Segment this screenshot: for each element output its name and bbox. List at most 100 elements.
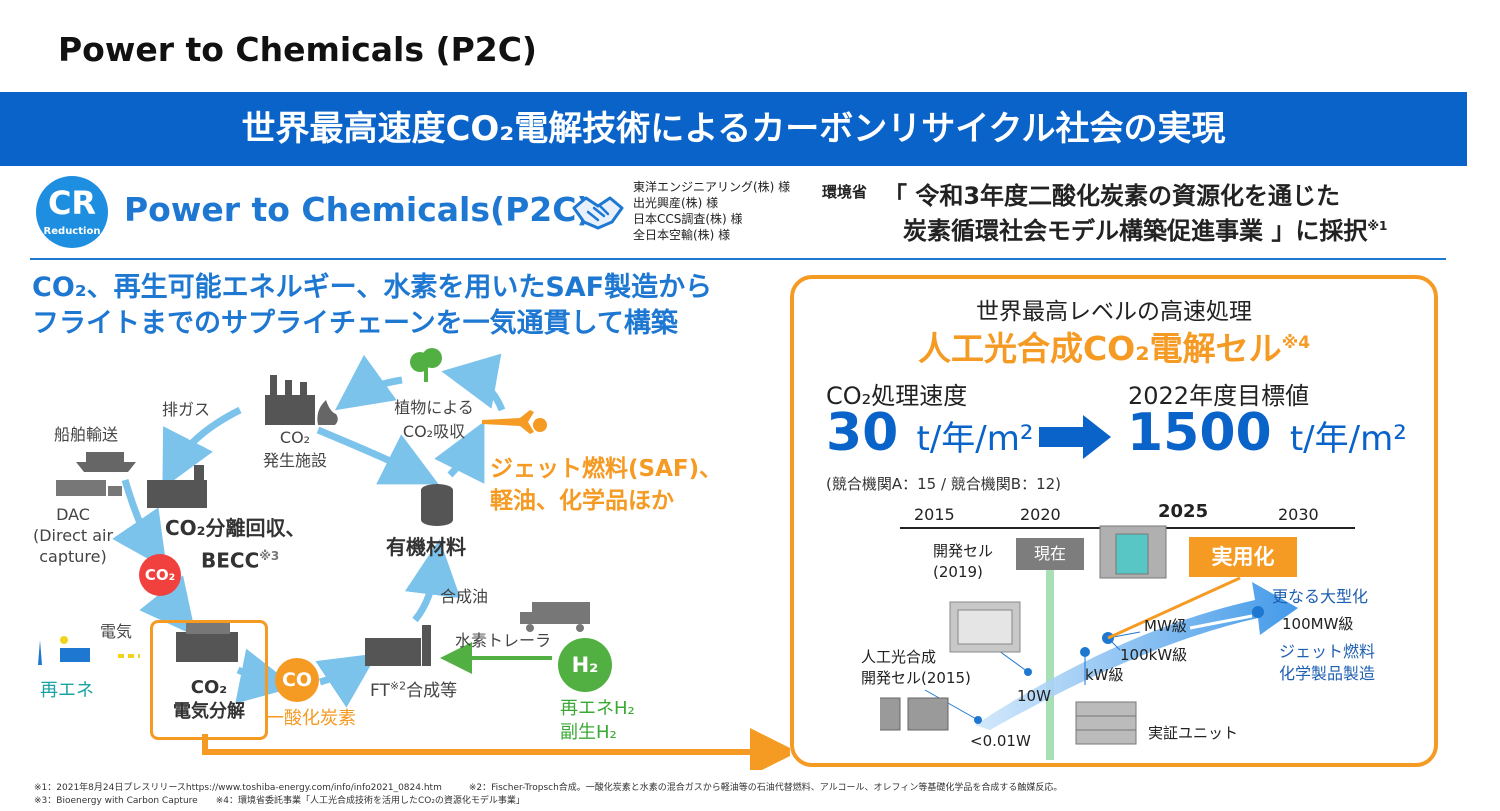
scale-up-timeline	[880, 525, 1355, 760]
electrolyzer-icon	[176, 622, 238, 662]
practical-pointer	[1107, 576, 1241, 640]
lead-line-1: CO₂、再生可能エネルギー、水素を用いたSAF製造から	[32, 272, 713, 303]
factory-icon	[265, 375, 338, 425]
h2-line2: 副生H₂	[560, 722, 617, 743]
arrow-co2-to-electrolysis	[139, 575, 197, 637]
h2-badge: H₂	[558, 638, 612, 692]
dev-cell-line1: 開発セル	[933, 542, 994, 560]
competitor-comparison: (競合機関A：15 / 競合機関B：12)	[826, 475, 1062, 493]
award-line-2: 炭素循環社会モデル構築促進事業 」に採択※1	[903, 211, 1387, 246]
arrow-organics-to-jet	[434, 421, 485, 484]
dev-cell-2015-image	[880, 697, 949, 731]
year-2030: 2030	[1278, 505, 1319, 524]
partner-item: 日本CCS調査(株) 様	[633, 212, 743, 226]
end-chem: 化学製品製造	[1279, 664, 1376, 683]
dev-cell-line2: (2019)	[933, 563, 983, 581]
electricity-label: 電気	[100, 622, 133, 641]
rate-value-group: 30 t/年/m²	[826, 403, 1033, 463]
jet-line2: 軽油、化学品ほか	[490, 488, 674, 514]
target-value: 1500	[1127, 403, 1272, 463]
partner-item: 全日本空輸(株) 様	[633, 228, 731, 242]
emission-co2: CO₂	[279, 428, 311, 447]
panel-title: 世界最高レベルの高速処理	[976, 299, 1252, 325]
emission-facility: 発生施設	[262, 451, 327, 470]
logo-subtext: Reduction	[43, 226, 101, 237]
award-text: 炭素循環社会モデル構築促進事業 」に採択	[903, 217, 1368, 245]
tree-icon	[410, 348, 442, 382]
capture-line1: CO₂分離回収、	[165, 516, 306, 540]
now-label: 現在	[1016, 538, 1084, 570]
scale-001w: <0.01W	[970, 732, 1031, 750]
rate-value: 30	[826, 403, 899, 463]
headline-banner: 世界最高速度CO₂電解技術によるカーボンリサイクル社会の実現	[0, 92, 1467, 166]
cell-note: ※4	[1281, 333, 1311, 353]
target-label: 2022年度目標値	[1128, 382, 1310, 410]
electrolysis-label: CO₂ 電気分解	[150, 676, 268, 724]
mw-arrow	[1189, 614, 1253, 630]
co2-badge: CO₂	[139, 554, 181, 596]
scale-100kw: 100kW級	[1120, 646, 1188, 664]
dac-label: DAC (Direct air capture)	[26, 504, 120, 567]
year-2015: 2015	[914, 505, 955, 524]
hydrogen-source-label: 再エネH₂ 副生H₂	[560, 697, 635, 745]
lead-line-2: フライトまでのサプライチェーンを一気通貫して構築	[32, 308, 678, 339]
plants-line1: 植物による	[394, 398, 474, 417]
supply-chain-lead: CO₂、再生可能エネルギー、水素を用いたSAF製造から フライトまでのサプライチ…	[32, 270, 712, 342]
further-scale-up-label: 更なる大型化	[1272, 587, 1369, 606]
practical-use-label: 実用化	[1189, 537, 1297, 577]
electrolysis-highlight	[150, 620, 268, 740]
dev-cell-2019-image	[949, 601, 1021, 653]
ship-transport-label: 船舶輸送	[54, 425, 119, 444]
plants-line2: CO₂吸収	[402, 422, 466, 441]
section-divider	[30, 258, 1446, 260]
exhaust-label: 排ガス	[162, 400, 211, 419]
synthetic-oil-label: 合成油	[440, 587, 489, 606]
co2-capture-label: CO₂分離回収、 BECC※3	[165, 514, 305, 575]
now-marker-line	[1046, 540, 1054, 760]
dac-unit-icon	[56, 480, 122, 496]
arrow-right-icon	[1039, 415, 1111, 459]
partner-item: 出光興産(株) 様	[633, 196, 719, 210]
jet-line1: ジェット燃料(SAF)、	[490, 456, 723, 482]
demo-unit-image	[1075, 701, 1137, 745]
capture-plant-icon	[147, 465, 207, 508]
ship-icon	[76, 452, 136, 472]
footnote-1-2: ※1：2021年8月24日プレスリリースhttps://www.toshiba-…	[34, 783, 1063, 793]
electrolysis-text: 電気分解	[173, 701, 245, 722]
dac-line1: DAC	[56, 505, 90, 524]
arrow-orange-to-panel	[202, 728, 790, 770]
ap-cell-line2: 開発セル(2015)	[861, 669, 971, 687]
year-2020: 2020	[1020, 505, 1061, 524]
scale-kw: kW級	[1085, 666, 1124, 684]
arrow-emission-to-organics	[316, 426, 439, 485]
handshake-icon	[572, 196, 624, 230]
award-note: ※1	[1367, 219, 1388, 233]
panel-cell-name: 人工光合成CO₂電解セル※4	[790, 322, 1438, 370]
electrolysis-cell-panel	[790, 275, 1438, 767]
scale-mw: MW級	[1144, 617, 1187, 635]
organic-materials-label: 有機材料	[386, 535, 466, 559]
demo-unit-label: 実証ユニット	[1148, 724, 1239, 742]
scale-10w: 10W	[1017, 687, 1051, 705]
arrow-ft-to-organics	[404, 539, 461, 623]
capture-note: ※3	[259, 549, 280, 563]
end-jet: ジェット燃料	[1279, 642, 1376, 661]
co-badge: CO	[275, 658, 319, 702]
ap-cell-line1: 人工光合成	[861, 648, 937, 666]
rate-label: CO₂処理速度	[826, 382, 968, 410]
partner-list: 東洋エンジニアリング(株) 様 出光興産(株) 様 日本CCS調査(株) 様 全…	[633, 179, 790, 243]
renewable-label: 再エネ	[40, 680, 94, 701]
wind-solar-icon	[38, 636, 90, 665]
ft-prefix: FT	[370, 681, 390, 701]
end-products-label: ジェット燃料 化学製品製造	[1279, 641, 1375, 685]
ft-note: ※2	[389, 679, 407, 693]
partner-item: 東洋エンジニアリング(株) 様	[633, 180, 791, 194]
cell-name: 人工光合成CO₂電解セル	[917, 329, 1282, 368]
emission-facility-label: CO₂ 発生施設	[252, 428, 338, 471]
carbon-cycle-diagram	[38, 348, 790, 770]
plant-absorption-label: 植物による CO₂吸収	[386, 394, 482, 442]
arrow-ship-to-co2	[112, 478, 167, 570]
target-value-group: 1500 t/年/m²	[1127, 403, 1407, 463]
scale-up-arrow	[975, 582, 1298, 730]
scale-100mw: 100MW級	[1282, 615, 1354, 633]
